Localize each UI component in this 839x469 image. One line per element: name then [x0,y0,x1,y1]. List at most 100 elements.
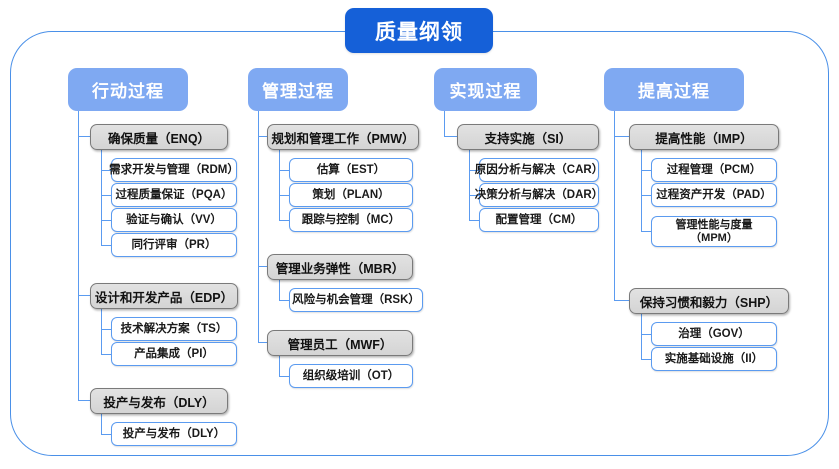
leaf-box-dar-label: 决策分析与解决（DAR） [474,188,604,201]
leaf-box-rsk-label: 风险与机会管理（RSK） [292,293,420,306]
subspine-dly [101,414,103,435]
stub-pmw-3 [279,220,289,222]
stub-mwf-1 [279,376,289,378]
group-box-mwf-label: 管理员工（MWF） [287,337,393,352]
stub-enq-4 [101,245,111,247]
leaf-box-ii[interactable]: 实施基础设施（II） [651,347,777,371]
subspine-si [469,150,471,221]
group-box-pmw[interactable]: 规划和管理工作（PMW） [267,124,419,150]
stub-si-3 [469,220,479,222]
leaf-box-pad-label: 过程资产开发（PAD） [656,188,772,201]
stub-mbr-1 [279,300,289,302]
stub-imp-3 [641,231,651,233]
leaf-box-mc[interactable]: 跟踪与控制（MC） [289,208,413,232]
stub-action-g1 [78,136,90,138]
stub-imp-1 [641,170,651,172]
category-header-improve[interactable]: 提高过程 [604,68,744,111]
group-box-imp-label: 提高性能（IMP） [655,131,753,146]
leaf-box-dar[interactable]: 决策分析与解决（DAR） [475,183,603,207]
group-box-dly[interactable]: 投产与发布（DLY） [90,388,228,414]
group-box-mwf[interactable]: 管理员工（MWF） [267,330,413,356]
leaf-box-pcm-label: 过程管理（PCM） [666,163,762,176]
leaf-box-car-label: 原因分析与解决（CAR） [474,163,604,176]
leaf-box-dly-child-label: 投产与发布（DLY） [122,427,226,440]
group-box-edp-label: 设计和开发产品（EDP） [94,290,234,305]
category-header-manage-label: 管理过程 [262,82,334,101]
stub-si-2 [469,195,479,197]
subspine-mbr [279,280,281,301]
leaf-box-mc-label: 跟踪与控制（MC） [301,213,401,226]
leaf-box-ts[interactable]: 技术解决方案（TS） [111,317,237,341]
stub-enq-2 [101,195,111,197]
leaf-box-pqa[interactable]: 过程质量保证（PQA） [111,183,237,207]
group-box-edp[interactable]: 设计和开发产品（EDP） [90,283,238,309]
stub-realize-g1 [444,136,457,138]
stub-enq-3 [101,220,111,222]
subspine-edp [101,309,103,355]
stub-manage-g3 [258,342,267,344]
group-box-mbr[interactable]: 管理业务弹性（MBR） [267,254,413,280]
subspine-shp [641,314,643,360]
group-box-shp-label: 保持习惯和毅力（SHP） [639,295,779,310]
group-box-imp[interactable]: 提高性能（IMP） [629,124,779,150]
leaf-box-vv-label: 验证与确认（VV） [126,213,222,226]
leaf-box-gov[interactable]: 治理（GOV） [651,322,777,346]
group-box-si[interactable]: 支持实施（SI） [457,124,599,150]
spine-realize [444,111,446,137]
spine-action [78,111,80,401]
root-title-box[interactable]: 质量纲领 [345,8,493,53]
leaf-box-dly-child[interactable]: 投产与发布（DLY） [111,422,237,446]
leaf-box-mpm-label: 管理性能与度量（MPM） [675,219,753,244]
stub-enq-1 [101,170,111,172]
leaf-box-plan[interactable]: 策划（PLAN） [289,183,413,207]
group-box-enq[interactable]: 确保质量（ENQ） [90,124,228,150]
stub-imp-2 [641,195,651,197]
stub-si-1 [469,170,479,172]
group-box-mbr-label: 管理业务弹性（MBR） [275,261,405,276]
spine-manage [258,111,260,343]
leaf-box-rdm-label: 需求开发与管理（RDM） [109,163,239,176]
stub-dly-1 [101,434,111,436]
leaf-box-ot[interactable]: 组织级培训（OT） [289,364,413,388]
subspine-imp [641,150,643,232]
leaf-box-pr-label: 同行评审（PR） [131,238,217,251]
stub-shp-1 [641,334,651,336]
stub-improve-g1 [614,136,629,138]
leaf-box-plan-label: 策划（PLAN） [312,188,390,201]
leaf-box-est[interactable]: 估算（EST） [289,158,413,182]
leaf-box-pad[interactable]: 过程资产开发（PAD） [651,183,777,207]
category-header-realize-label: 实现过程 [449,82,522,101]
stub-pmw-2 [279,195,289,197]
leaf-box-mpm[interactable]: 管理性能与度量（MPM） [651,216,777,247]
group-box-shp[interactable]: 保持习惯和毅力（SHP） [629,288,789,314]
category-header-manage[interactable]: 管理过程 [248,68,348,111]
group-box-pmw-label: 规划和管理工作（PMW） [271,131,415,146]
leaf-box-pi-label: 产品集成（PI） [134,347,214,360]
leaf-box-pcm[interactable]: 过程管理（PCM） [651,158,777,182]
stub-manage-g2 [258,266,267,268]
category-header-realize[interactable]: 实现过程 [434,68,537,111]
leaf-box-pi[interactable]: 产品集成（PI） [111,342,237,366]
leaf-box-est-label: 估算（EST） [316,163,386,176]
leaf-box-ot-label: 组织级培训（OT） [302,369,400,382]
subspine-mwf [279,356,281,377]
stub-edp-1 [101,329,111,331]
category-header-action-label: 行动过程 [92,82,164,101]
leaf-box-pr[interactable]: 同行评审（PR） [111,233,237,257]
category-header-action[interactable]: 行动过程 [68,68,188,111]
subspine-pmw [279,150,281,221]
spine-improve [614,111,616,301]
group-box-dly-label: 投产与发布（DLY） [103,395,215,410]
stub-action-g2 [78,295,90,297]
stub-shp-2 [641,359,651,361]
group-box-enq-label: 确保质量（ENQ） [107,131,211,146]
leaf-box-car[interactable]: 原因分析与解决（CAR） [475,158,603,182]
root-title-label: 质量纲领 [375,20,463,44]
leaf-box-rsk[interactable]: 风险与机会管理（RSK） [289,288,423,312]
leaf-box-rdm[interactable]: 需求开发与管理（RDM） [109,158,239,182]
stub-pmw-1 [279,170,289,172]
leaf-box-vv[interactable]: 验证与确认（VV） [111,208,237,232]
leaf-box-ii-label: 实施基础设施（II） [664,352,764,365]
leaf-box-cm[interactable]: 配置管理（CM） [479,208,599,232]
stub-action-g3 [78,400,90,402]
